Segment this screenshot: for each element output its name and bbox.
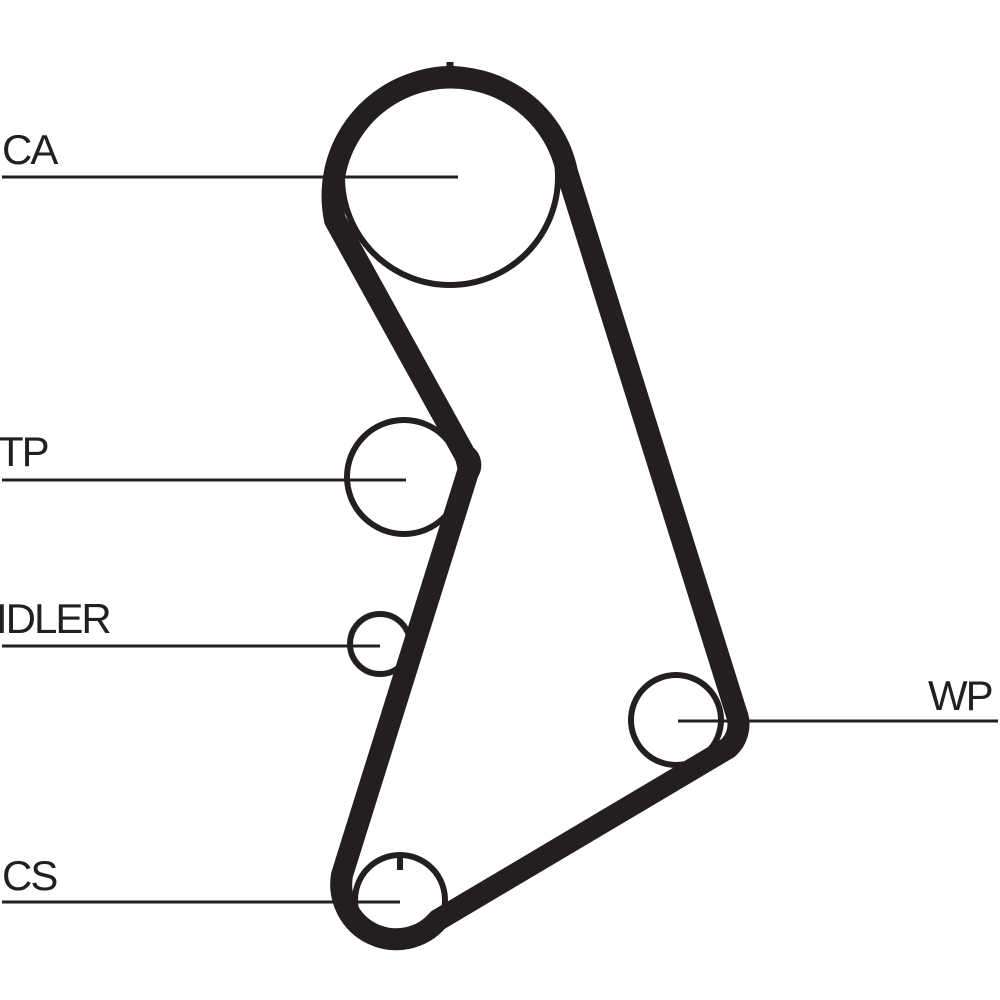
label-tp: TP — [0, 428, 48, 475]
label-idler: IDLER — [0, 595, 110, 642]
tensioner-pulley — [344, 417, 464, 537]
crankshaft-pulley — [352, 852, 448, 948]
idler-pulley — [347, 611, 413, 677]
label-cs: CS — [2, 852, 57, 899]
label-ca: CA — [2, 126, 58, 173]
label-wp: WP — [928, 672, 992, 719]
timing-belt — [321, 66, 750, 951]
